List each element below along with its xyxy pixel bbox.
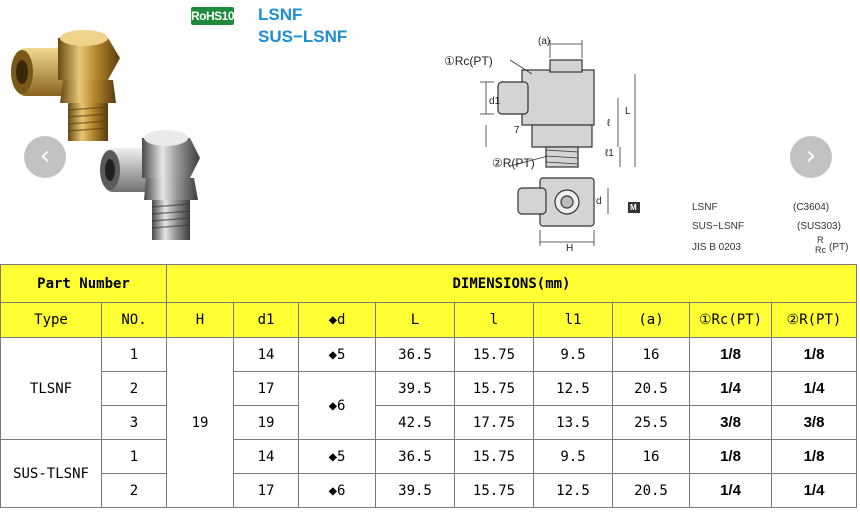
cell-L: 39.5 (375, 473, 455, 508)
col-header-a: (a) (612, 302, 690, 338)
material-name-sus-lsnf: SUS−LSNF (692, 221, 744, 232)
cell-L: 36.5 (375, 439, 455, 474)
cell-r: 1/4 (771, 371, 857, 406)
cell-l: 15.75 (454, 439, 534, 474)
table-row: 3 19 42.5 17.75 13.5 25.5 3/8 3/8 (1, 405, 857, 440)
material-name-jis: JIS B 0203 (692, 242, 741, 253)
cell-no: 2 (101, 473, 167, 508)
table-group-header-row: Part Number DIMENSIONS(mm) (0, 264, 857, 303)
dim-L-label: L (625, 106, 631, 117)
col-header-d: ◆d (298, 302, 376, 338)
cell-rc: 3/8 (689, 405, 772, 440)
col-header-l1: l1 (533, 302, 613, 338)
rohs-badge: RoHS10 (191, 7, 235, 25)
table-row: 2 17 ◆6 39.5 15.75 12.5 20.5 1/4 1/4 (1, 371, 857, 440)
product-title-lsnf: LSNF (258, 5, 303, 24)
dim-d1-label: d1 (489, 96, 501, 107)
brass-fitting-photo (11, 30, 120, 141)
dim-d-label: d (596, 196, 602, 207)
cell-no: 2 (101, 371, 167, 406)
material-spec-jis-suffix: (PT) (829, 242, 849, 253)
cell-rc: 1/8 (689, 337, 772, 372)
cell-l1: 9.5 (533, 439, 613, 474)
cell-no: 1 (101, 439, 167, 474)
col-header-r: ②R(PT) (771, 302, 857, 338)
cell-a: 20.5 (612, 473, 690, 508)
cell-no: 3 (101, 405, 167, 440)
cell-r: 1/4 (771, 473, 857, 508)
cell-d1: 17 (233, 371, 299, 406)
cell-a: 20.5 (612, 371, 690, 406)
col-header-d1: d1 (233, 302, 299, 338)
dim-7-label: 7 (514, 125, 520, 136)
cell-l: 15.75 (454, 371, 534, 406)
dim-H-label: H (566, 243, 574, 254)
dim-l1-label: ℓ1 (605, 148, 614, 159)
cell-l: 15.75 (454, 473, 534, 508)
cell-d1: 17 (233, 473, 299, 508)
cell-d: ◆6 (298, 371, 376, 440)
cell-l1: 12.5 (533, 473, 613, 508)
cell-r: 1/8 (771, 439, 857, 474)
cell-l1: 9.5 (533, 337, 613, 372)
chevron-right-icon: › (805, 141, 817, 171)
cell-rc: 1/4 (689, 473, 772, 508)
hex-marker: M (630, 203, 637, 212)
cell-a: 16 (612, 439, 690, 474)
cell-L: 42.5 (375, 405, 455, 440)
dim-a-label: (a) (538, 36, 551, 47)
cell-rc: 1/8 (689, 439, 772, 474)
carousel-prev-button[interactable]: ‹ (24, 136, 66, 178)
cell-L: 39.5 (375, 371, 455, 406)
cell-l: 17.75 (454, 405, 534, 440)
cell-d: ◆5 (298, 439, 376, 474)
dimensions-table: Part Number DIMENSIONS(mm) Type NO. H d1… (0, 264, 857, 508)
col-header-h: H (166, 302, 234, 338)
material-spec-jis-rc: Rc (815, 245, 826, 255)
col-header-rc: ①Rc(PT) (689, 302, 772, 338)
cell-d1: 14 (233, 337, 299, 372)
chevron-left-icon: ‹ (39, 141, 51, 171)
cell-d: ◆6 (298, 473, 376, 508)
cell-d1: 19 (233, 405, 299, 440)
col-header-l: l (454, 302, 534, 338)
cell-l1: 13.5 (533, 405, 613, 440)
cell-r: 3/8 (771, 405, 857, 440)
material-spec-lsnf: (C3604) (793, 202, 830, 213)
table-column-header-row: Type NO. H d1 ◆d L l l1 (a) ①Rc(PT) ②R(P… (0, 302, 857, 338)
table-row: TLSNF 1 19 14 ◆5 36.5 15.75 9.5 16 1/8 1… (0, 337, 857, 508)
material-spec-jis-r: R (817, 235, 824, 245)
cell-l: 15.75 (454, 337, 534, 372)
material-spec-sus-lsnf: (SUS303) (797, 221, 841, 232)
cell-a: 25.5 (612, 405, 690, 440)
table-row: 2 17 ◆6 39.5 15.75 12.5 20.5 1/4 1/4 (1, 473, 857, 508)
cell-r: 1/8 (771, 337, 857, 372)
stainless-fitting-photo (100, 130, 200, 240)
table-row: SUS-TLSNF 1 14 ◆5 36.5 15.75 9.5 16 1/8 … (0, 439, 857, 508)
callout-port1: ①Rc(PT) (444, 54, 493, 68)
material-name-lsnf: LSNF (692, 202, 718, 213)
col-header-no: NO. (101, 302, 167, 338)
cell-l1: 12.5 (533, 371, 613, 406)
cell-h: 19 (166, 337, 234, 508)
product-image-panel: RoHS10 LSNF SUS−LSNF ‹ › (11, 5, 849, 255)
cell-type-tlsnf: TLSNF (0, 337, 102, 440)
cell-no: 1 (101, 337, 167, 372)
col-header-type: Type (0, 302, 102, 338)
header-dimensions: DIMENSIONS(mm) (166, 264, 857, 303)
cell-L: 36.5 (375, 337, 455, 372)
product-title-sus-lsnf: SUS−LSNF (258, 27, 348, 46)
cell-d1: 14 (233, 439, 299, 474)
cell-d: ◆5 (298, 337, 376, 372)
cell-rc: 1/4 (689, 371, 772, 406)
carousel-next-button[interactable]: › (790, 136, 832, 178)
callout-port2: ②R(PT) (492, 156, 535, 170)
cell-type-sus-tlsnf: SUS-TLSNF (0, 439, 102, 508)
header-part-number: Part Number (0, 264, 167, 303)
col-header-L: L (375, 302, 455, 338)
dimension-drawing (480, 40, 640, 246)
cell-a: 16 (612, 337, 690, 372)
dim-l-label: ℓ (607, 118, 611, 129)
